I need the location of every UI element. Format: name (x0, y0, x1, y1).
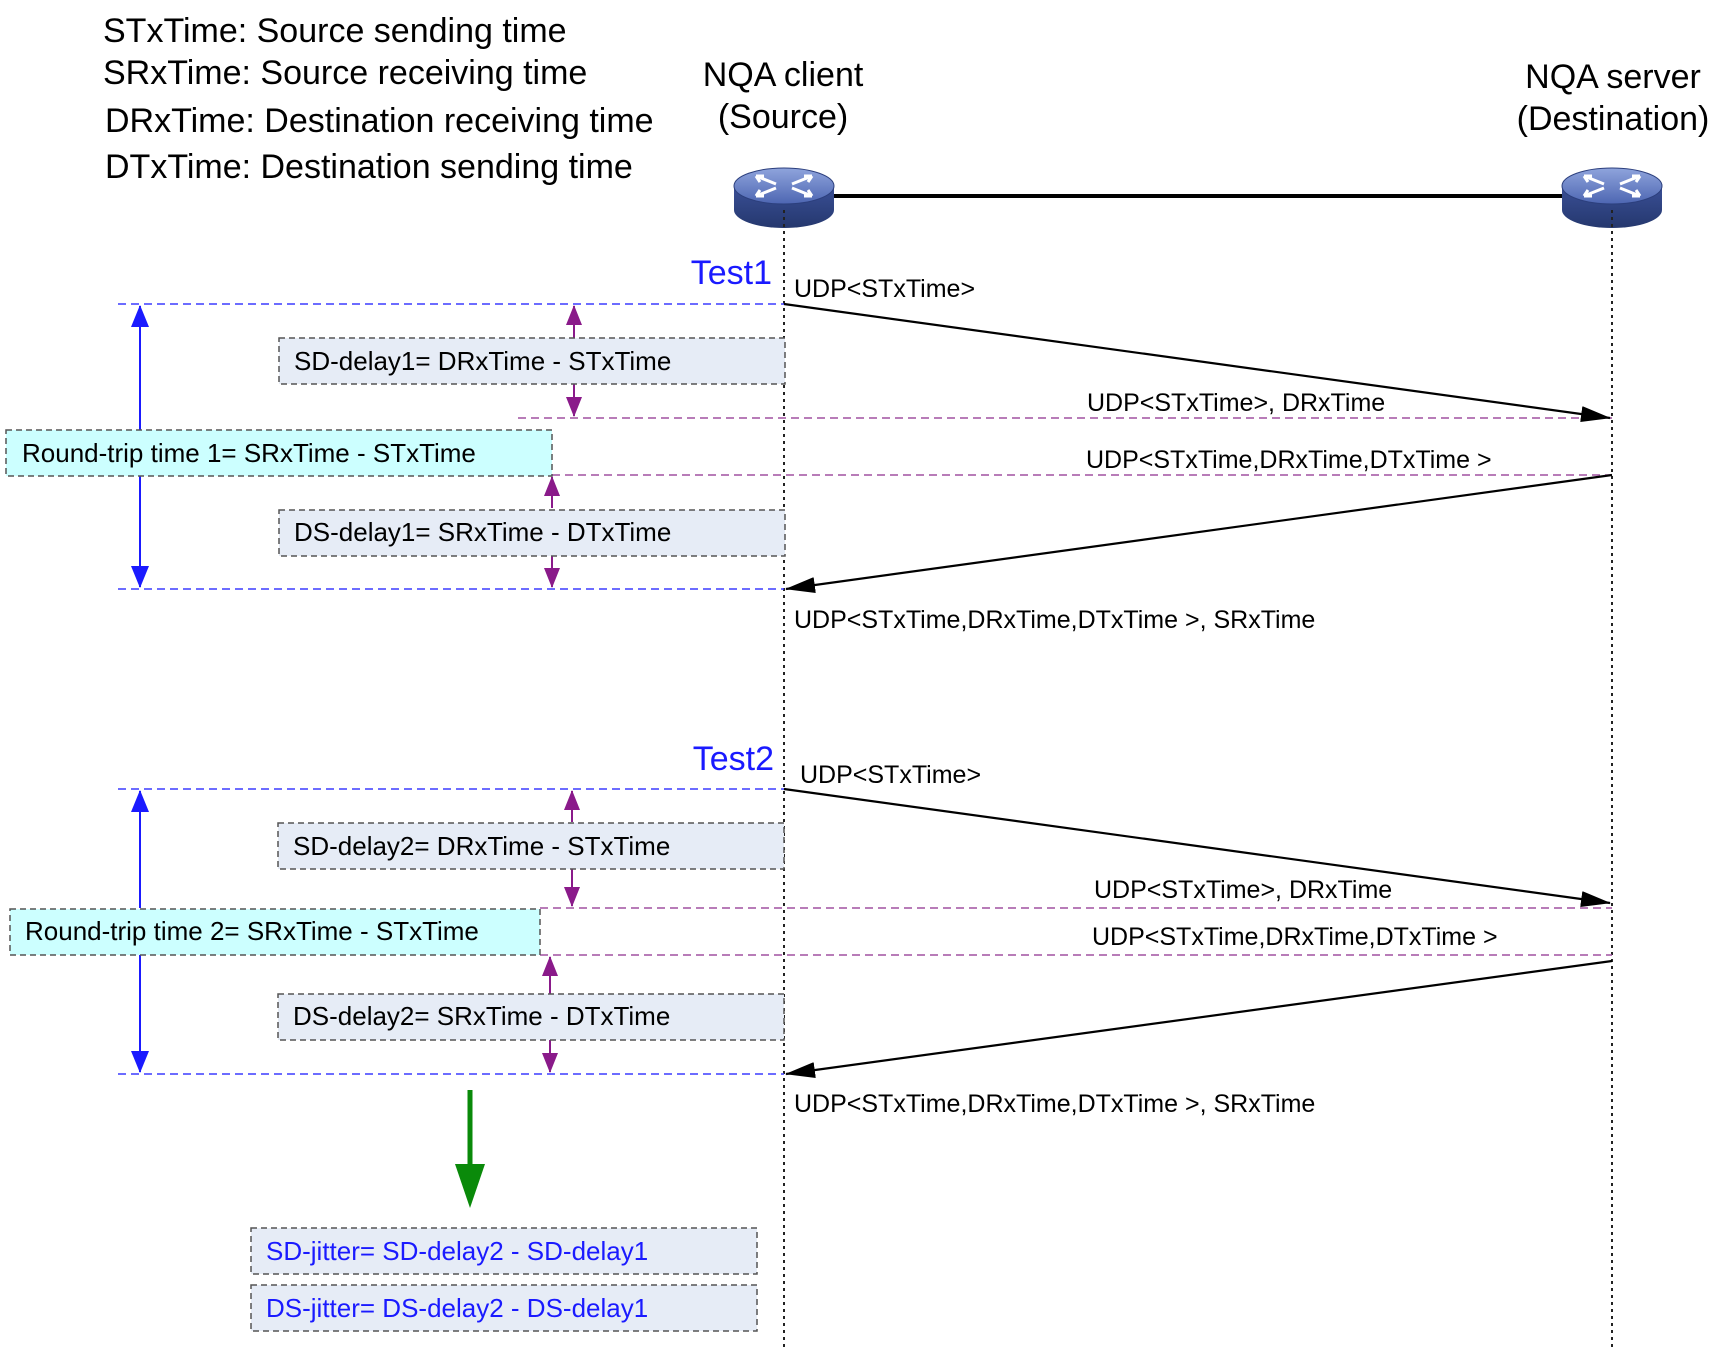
client-label-line2: (Source) (718, 98, 848, 136)
test2-msg-return: UDP<STxTime,DRxTime,DTxTime >, SRxTime (794, 1090, 1315, 1118)
client-label-line1: NQA client (703, 56, 864, 94)
test2-rtt-box (9, 908, 541, 956)
test2-msg-reply: UDP<STxTime,DRxTime,DTxTime > (1092, 923, 1498, 951)
test1-rtt-text: Round-trip time 1= SRxTime - STxTime (22, 438, 476, 468)
test1-rtt-box (5, 429, 553, 477)
test1-msg-send: UDP<STxTime> (794, 275, 975, 303)
test2-msg-send: UDP<STxTime> (800, 761, 981, 789)
result-arrow (455, 1090, 485, 1208)
test1-msg-return: UDP<STxTime,DRxTime,DTxTime >, SRxTime (794, 606, 1315, 634)
test1-ds-delay-text: DS-delay1= SRxTime - DTxTime (294, 517, 671, 547)
test2-sd-delay-box (277, 822, 785, 870)
legend-srxtime: SRxTime: Source receiving time (103, 54, 587, 92)
test2-label: Test2 (693, 740, 774, 778)
legend-dtxtime: DTxTime: Destination sending time (105, 148, 633, 186)
router-icon (733, 167, 835, 228)
test2-send-arrow (783, 787, 1611, 907)
test1-send-arrow (783, 302, 1611, 422)
ds-jitter-text: DS-jitter= DS-delay2 - DS-delay1 (266, 1293, 648, 1323)
legend-stxtime: STxTime: Source sending time (103, 12, 567, 50)
test2-rtt-text: Round-trip time 2= SRxTime - STxTime (25, 916, 479, 946)
sd-jitter-box (250, 1227, 758, 1275)
test1-sd-delay-text: SD-delay1= DRxTime - STxTime (294, 346, 671, 376)
sd-jitter-text: SD-jitter= SD-delay2 - SD-delay1 (266, 1236, 648, 1266)
test2-return-arrow (785, 959, 1613, 1078)
test1-return-arrow (785, 473, 1613, 593)
ds-jitter-box (250, 1284, 758, 1332)
test2-ds-delay-box (277, 993, 785, 1041)
test1-msg-arrive: UDP<STxTime>, DRxTime (1087, 389, 1385, 417)
server-label-line1: NQA server (1525, 58, 1701, 96)
test1-label: Test1 (691, 254, 772, 292)
test2-group: Test2 UDP<STxTime> UDP<STxTime>, DRxTime… (9, 740, 1613, 1118)
legend-drxtime: DRxTime: Destination receiving time (105, 102, 654, 140)
test1-sd-delay-box (278, 337, 786, 385)
test2-msg-arrive: UDP<STxTime>, DRxTime (1094, 876, 1392, 904)
router-icon (1561, 167, 1663, 228)
test1-ds-delay-box (278, 509, 786, 557)
server-label-line2: (Destination) (1517, 100, 1710, 138)
test2-sd-delay-text: SD-delay2= DRxTime - STxTime (293, 831, 670, 861)
test1-group: Test1 UDP<STxTime> UDP<STxTime>, DRxTime… (5, 254, 1613, 634)
test1-msg-reply: UDP<STxTime,DRxTime,DTxTime > (1086, 446, 1492, 474)
test2-ds-delay-text: DS-delay2= SRxTime - DTxTime (293, 1001, 670, 1031)
